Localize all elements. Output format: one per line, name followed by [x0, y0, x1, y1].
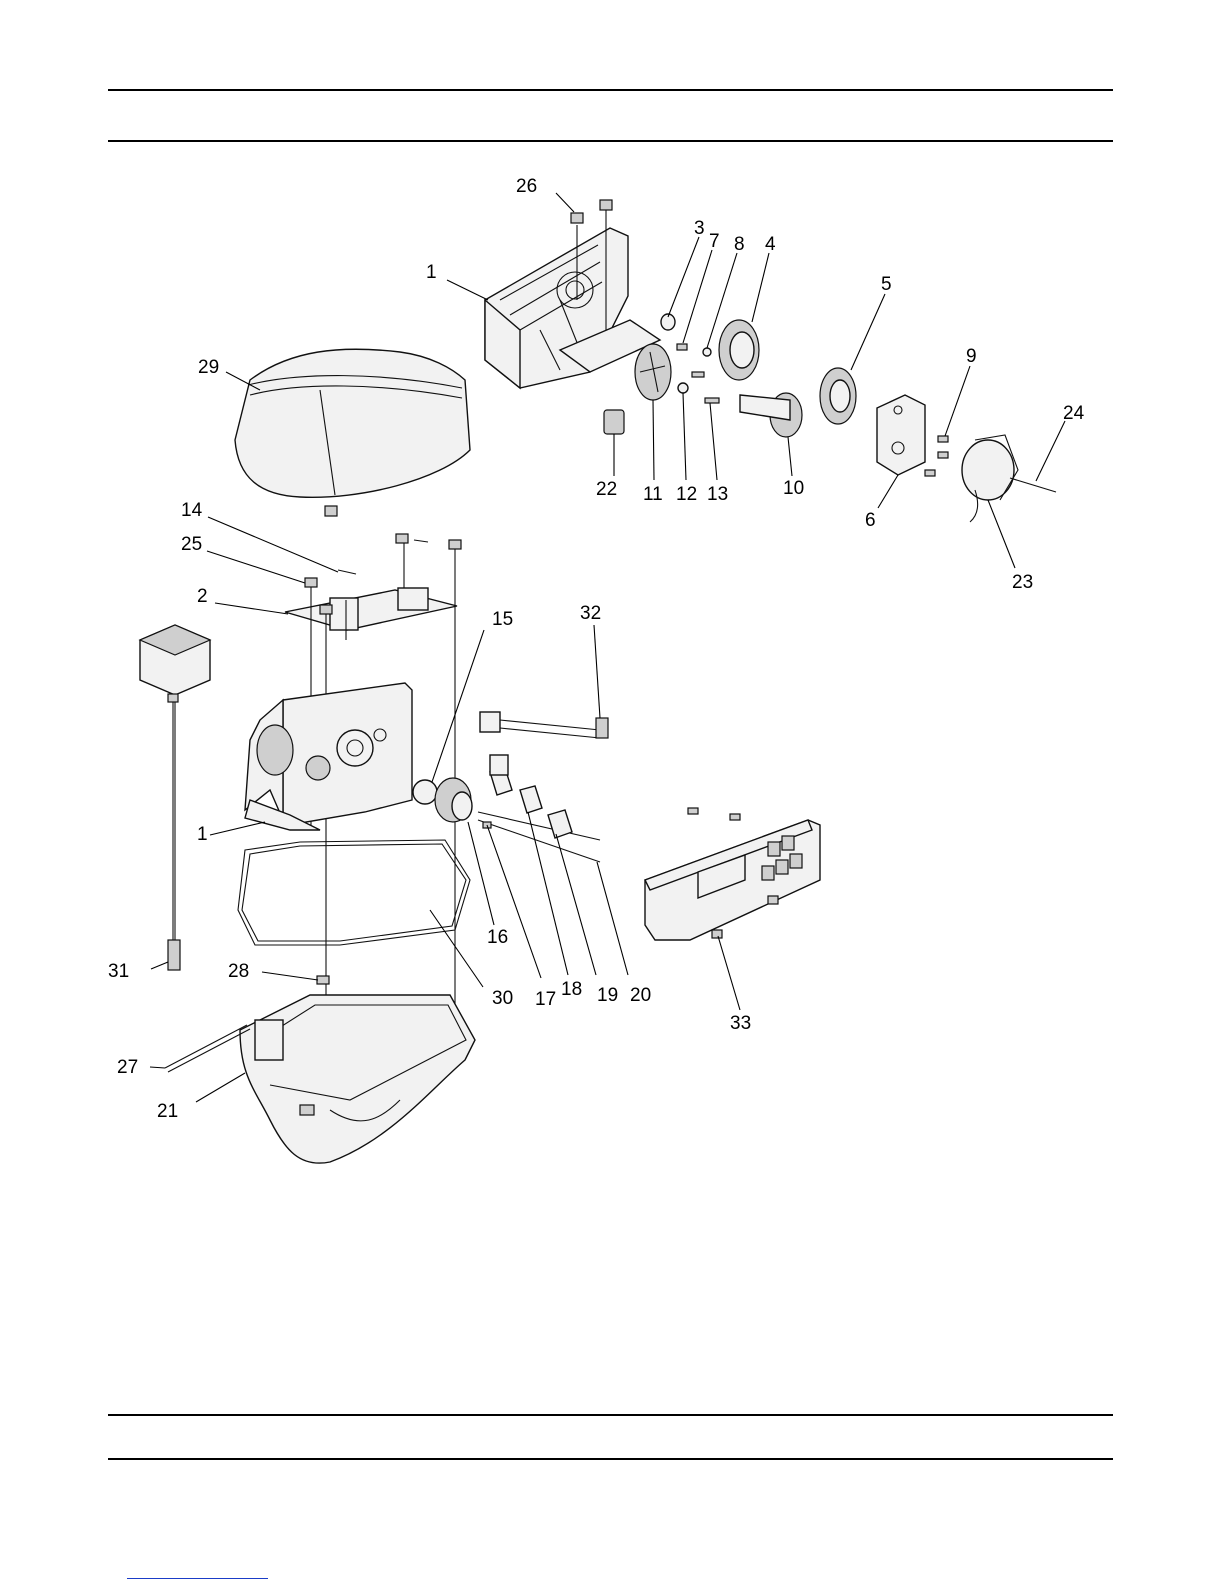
callout-27: 27 — [117, 1057, 138, 1078]
callout-33: 33 — [730, 1013, 751, 1034]
callout-32: 32 — [580, 603, 601, 624]
callout-24: 24 — [1063, 403, 1085, 424]
callout-17: 17 — [535, 989, 556, 1010]
callout-19: 19 — [597, 985, 618, 1006]
callout-3: 3 — [694, 218, 705, 239]
gasket — [238, 840, 470, 945]
callout-13: 13 — [707, 484, 728, 505]
callout-1-lower: 1 — [197, 824, 208, 845]
callout-25: 25 — [181, 534, 202, 555]
callout-9: 9 — [966, 346, 977, 367]
callout-23: 23 — [1012, 572, 1033, 593]
callout-22: 22 — [596, 479, 617, 500]
callout-5: 5 — [881, 274, 892, 295]
callout-1: 1 — [426, 262, 437, 283]
callout-7: 7 — [709, 231, 720, 252]
callout-31: 31 — [108, 961, 129, 982]
callout-11: 11 — [643, 484, 663, 505]
control-panel — [645, 808, 820, 940]
callout-28: 28 — [228, 961, 249, 982]
callout-20: 20 — [630, 985, 651, 1006]
base — [165, 976, 475, 1163]
callout-10: 10 — [783, 478, 804, 499]
transformer — [140, 625, 210, 970]
callout-14: 14 — [181, 500, 203, 521]
upper-housing — [485, 200, 660, 388]
callout-8: 8 — [734, 234, 745, 255]
callout-21: 21 — [157, 1101, 178, 1122]
motor-assembly — [877, 395, 1056, 522]
footer-link-underline[interactable] — [127, 1577, 268, 1579]
callout-12: 12 — [676, 484, 697, 505]
callout-15: 15 — [492, 609, 513, 630]
callout-16: 16 — [487, 927, 508, 948]
callout-29: 29 — [198, 357, 219, 378]
callout-4: 4 — [765, 234, 776, 255]
cover — [235, 349, 470, 516]
callout-2: 2 — [197, 586, 208, 607]
callout-18: 18 — [561, 979, 582, 1000]
lower-housing — [245, 683, 412, 830]
callout-6: 6 — [865, 510, 876, 531]
callout-30: 30 — [492, 988, 513, 1009]
callout-26: 26 — [516, 176, 537, 197]
